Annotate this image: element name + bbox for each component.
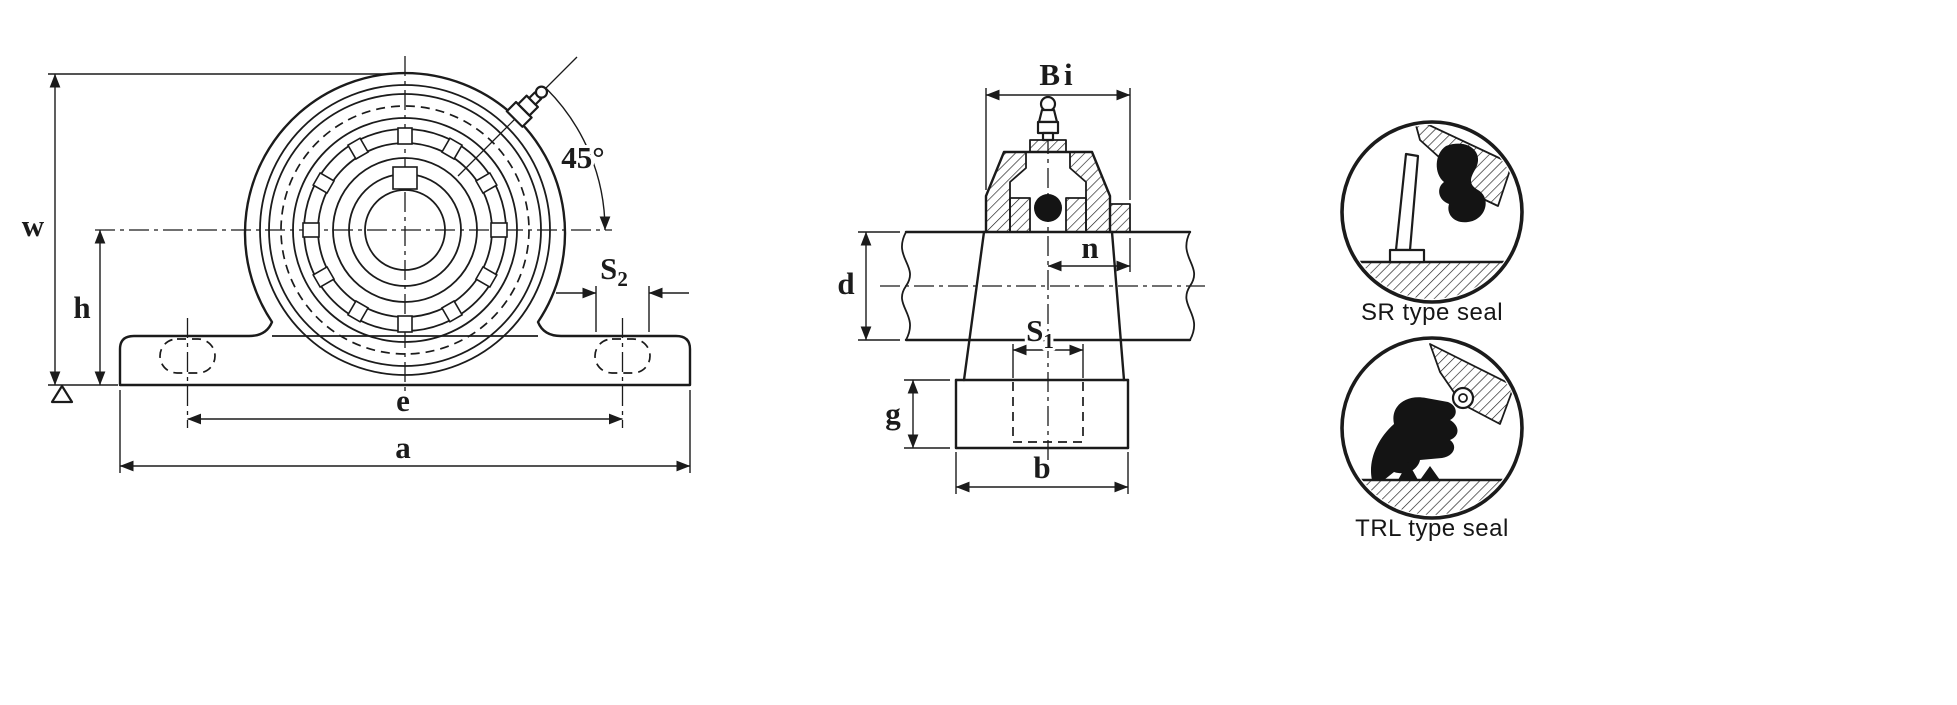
sr-seal-lip [1394, 152, 1420, 252]
seal-detail-sr: SR type seal [1340, 120, 1524, 326]
trl-shaft-hatch [1345, 479, 1519, 515]
dimension-d: d [834, 231, 900, 341]
trl-garter-spring [1451, 386, 1475, 410]
dimension-angle-45: 45° [545, 88, 611, 231]
grease-fitting-side [1036, 95, 1060, 142]
bearing-cross-section [984, 95, 1131, 234]
locknut-collar [1109, 203, 1131, 233]
side-view: Bi n d S1 g b [834, 54, 1205, 494]
dimension-a: a [119, 390, 691, 473]
seal-detail-trl: TRL type seal [1340, 336, 1524, 542]
dimension-w: w [19, 73, 392, 386]
dimension-s2: S2 [556, 248, 689, 332]
dim-label-s1: S1 [1026, 313, 1054, 353]
grease-fitting-front [457, 56, 578, 177]
sr-seal-label: SR type seal [1361, 299, 1503, 326]
housing-side-profile [954, 230, 1130, 450]
dim-label-h: h [73, 290, 90, 325]
dim-label-s2: S2 [600, 251, 628, 291]
housing-outline [118, 71, 692, 387]
shaft [901, 230, 1196, 342]
dim-label-g: g [885, 396, 901, 431]
dimension-bi: Bi [985, 54, 1131, 200]
trl-detail-circle [1340, 336, 1524, 520]
dim-label-b: b [1033, 450, 1050, 485]
dimension-n: n [1047, 227, 1131, 272]
dimension-e: e [187, 380, 623, 425]
sleeve-slot-notch [392, 166, 418, 190]
bolt-slots [159, 338, 651, 374]
dimension-s1: S1 [1012, 310, 1084, 378]
centerlines-side [880, 100, 1205, 468]
sr-shaft-hatch [1345, 261, 1519, 299]
dimension-g: g [882, 379, 950, 449]
trl-seal-label: TRL type seal [1355, 515, 1509, 542]
dim-label-bi: Bi [1039, 57, 1076, 92]
trl-seal-body [1370, 397, 1458, 480]
dimension-h: h [70, 229, 106, 386]
locknut-tabs [302, 127, 508, 333]
bearing-ball [1034, 194, 1062, 222]
sr-detail-circle [1340, 120, 1524, 304]
dim-label-d: d [837, 266, 854, 301]
dim-label-e: e [396, 383, 410, 418]
dim-label-n: n [1081, 230, 1098, 265]
trl-housing-hatch [1429, 343, 1515, 425]
dim-label-a: a [395, 430, 411, 465]
datum-triangle [50, 384, 74, 404]
dimension-b: b [955, 447, 1129, 494]
sr-seal-profile [1436, 143, 1486, 223]
front-view: 45° w h e a S2 [19, 56, 692, 473]
dim-label-w: w [22, 208, 45, 243]
dim-label-angle: 45° [561, 140, 604, 175]
